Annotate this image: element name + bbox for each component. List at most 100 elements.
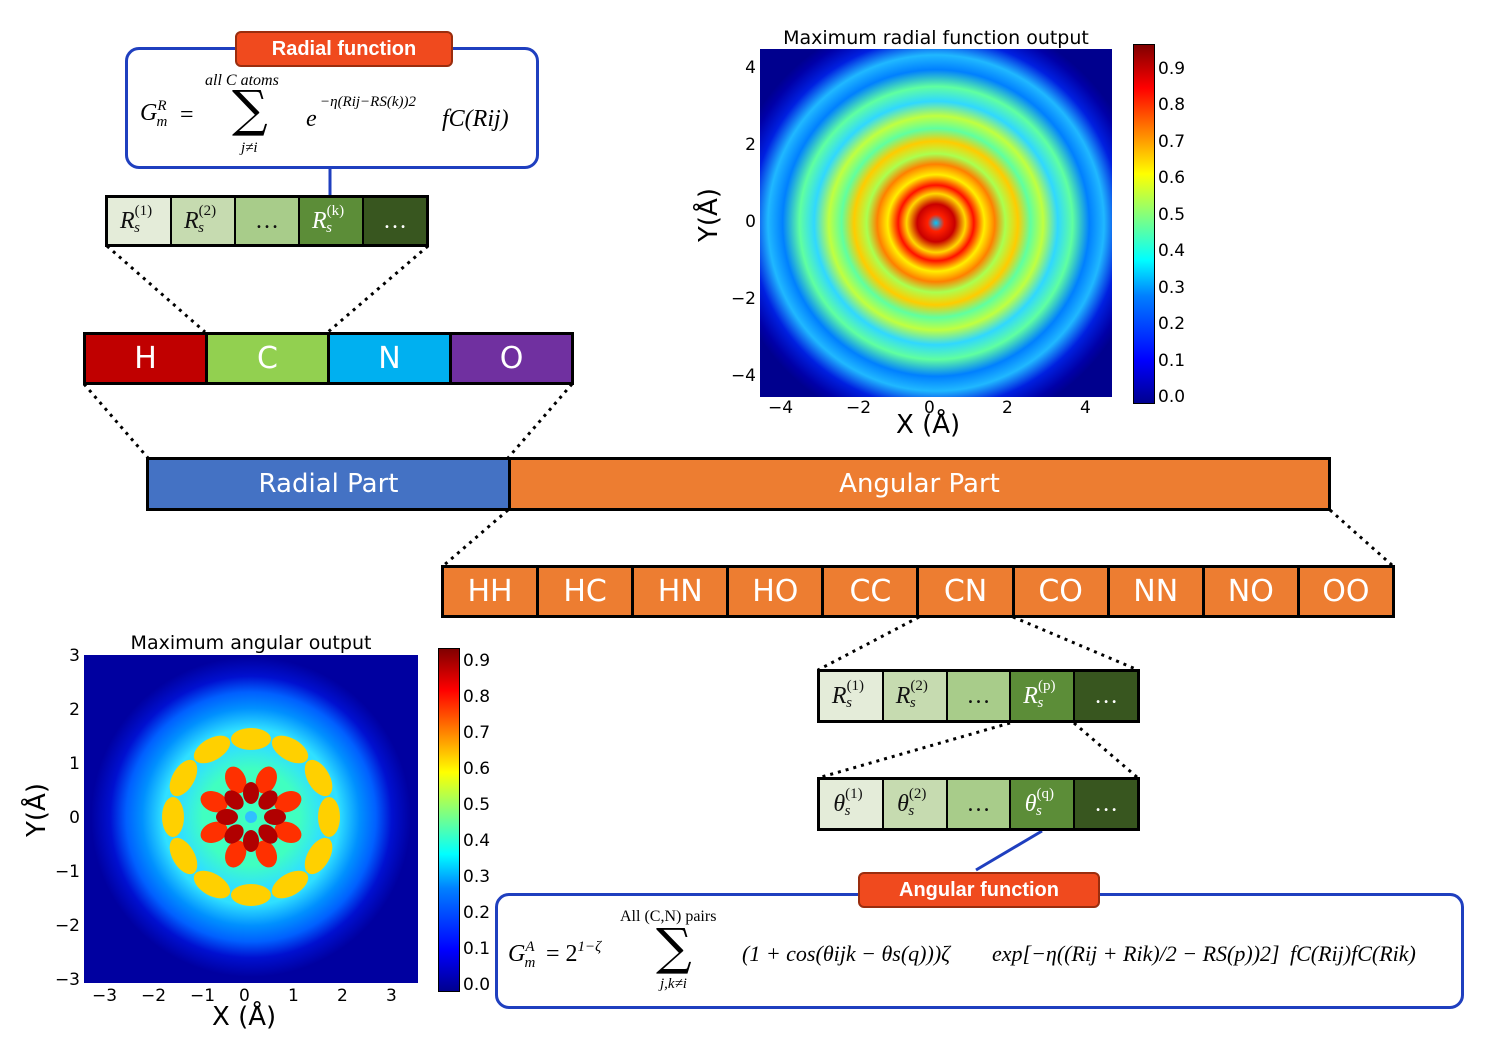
angular-theta-superscript: (2) [908, 785, 927, 802]
radial-colorbar-tick: 0.8 [1158, 95, 1186, 116]
angular-lhs-sup: A [525, 939, 535, 955]
radial-sum-top: all C atoms [205, 72, 279, 89]
radial-x-tick: 0 [924, 398, 935, 418]
angular-sum-top: All (C,N) pairs [620, 908, 717, 925]
angular-theta-symbol: θ [1024, 790, 1037, 817]
angular-heatmap-lobe [258, 824, 278, 844]
radial-sum-bottom: j≠i [241, 140, 258, 156]
pair-label: CO [1038, 574, 1083, 609]
radial-y-label: Y(Å) [693, 188, 724, 242]
angular-y-tick: −2 [54, 916, 80, 936]
radial-formula-box: GRm = all C atoms ∑ j≠i e −η(Rij−RS(k))2… [125, 47, 539, 169]
pair-cell-hn: HN [634, 568, 730, 615]
angular-rs-cell: R(1)s [820, 672, 884, 720]
radial-rs-ellipsis: … [255, 207, 279, 234]
angular-lhs-sub: m [524, 955, 536, 971]
radial-y-tick: −4 [730, 366, 756, 386]
angular-heatmap-lobe [169, 837, 198, 875]
angular-rs-symbol: R [831, 682, 847, 709]
angular-rs-superscript: (p) [1037, 677, 1056, 694]
radial-rs-subscript: s [326, 219, 332, 236]
angular-y-tick: −1 [54, 862, 80, 882]
radial-colorbar-tick: 0.0 [1158, 387, 1186, 407]
angular-rs-symbol: R [895, 682, 911, 709]
element-cell-n: N [330, 335, 452, 382]
element-cell-h: H [86, 335, 208, 382]
angular-heatmap-lobe [162, 797, 184, 837]
pair-cell-no: NO [1204, 568, 1300, 615]
angular-y-tick: −3 [54, 970, 80, 990]
angular-theta-symbol: θ [897, 790, 909, 817]
angular-x-tick: 1 [288, 986, 299, 1006]
radial-heatmap [760, 49, 1112, 397]
angular-theta-superscript: (q) [1036, 785, 1055, 802]
angular-x-tick: −2 [141, 986, 167, 1006]
pair-label: HC [563, 574, 607, 609]
angular-rs-cell: R(p)s [1011, 672, 1076, 720]
radial-colorbar-tick: 0.4 [1158, 241, 1186, 262]
element-label: N [378, 341, 401, 376]
radial-cutoff: fC(Rij) [442, 106, 509, 132]
element-cell-c: C [208, 335, 330, 382]
element-label: C [257, 341, 278, 376]
angular-rs-superscript: (2) [910, 677, 928, 694]
angular-prefactor-exp: 1−ζ [577, 939, 602, 955]
angular-heatmap-lobe [231, 728, 271, 750]
radial-colorbar-tick: 0.3 [1158, 277, 1186, 298]
angular-theta-subscript: s [908, 802, 915, 819]
angular-y-tick: 0 [69, 808, 80, 828]
angular-heatmap-lobe [169, 759, 198, 797]
angular-colorbar [438, 648, 460, 992]
angular-rs-cell: … [1075, 672, 1137, 720]
angular-heatmap-lobe [255, 766, 277, 794]
radial-sum-symbol: ∑ [232, 80, 268, 138]
angular-lhs: G [508, 941, 526, 967]
angular-heatmap-lobe [271, 735, 309, 764]
angular-heatmap-lobe [224, 824, 244, 844]
angular-colorbar-tick: 0.7 [463, 723, 491, 743]
radial-x-tick: −4 [768, 398, 794, 418]
pair-label: CN [943, 574, 988, 609]
radial-rs-cell: R(k)s [300, 198, 364, 244]
angular-theta-cell: θ(1)s [820, 780, 884, 828]
pair-label: CC [849, 574, 892, 609]
angular-theta-ellipsis: … [1094, 790, 1119, 817]
element-label: H [134, 341, 157, 376]
angular-cutoffs: fC(Rij)fC(Rik) [1290, 941, 1416, 966]
radial-part-label: Radial Part [258, 469, 399, 499]
angular-formula: GAm = 21−ζ All (C,N) pairs ∑ j,k≠i (1 + … [498, 896, 1461, 1006]
radial-formula: GRm = all C atoms ∑ j≠i e −η(Rij−RS(k))2… [128, 50, 536, 166]
angular-function-tag: Angular function [858, 872, 1100, 908]
radial-colorbar [1133, 44, 1155, 404]
radial-x-tick: −2 [846, 398, 872, 418]
radial-colorbar-tick: 0.2 [1158, 314, 1186, 335]
angular-colorbar-tick: 0.8 [463, 687, 491, 707]
angular-y-tick: 2 [69, 700, 80, 720]
radial-rs-cell: R(1)s [108, 198, 172, 244]
radial-rs-symbol: R [119, 207, 135, 234]
angular-y-tick: 1 [69, 754, 80, 774]
angular-sum-bottom: j,k≠i [660, 976, 687, 992]
radial-rs-superscript: (1) [134, 202, 153, 219]
radial-y-tick: 4 [745, 58, 756, 78]
angular-heatmap-lobe [304, 759, 333, 797]
radial-plot-title: Maximum radial function output [783, 27, 1089, 49]
angular-heatmap-lobe [264, 809, 286, 825]
radial-lhs-sub: m [156, 114, 168, 130]
pair-cell-cc: CC [824, 568, 920, 615]
angular-colorbar-tick: 0.1 [463, 939, 491, 959]
angular-colorbar-tick: 0.2 [463, 903, 491, 923]
angular-heatmap-lobe [274, 790, 302, 813]
radial-rs-symbol: R [183, 207, 199, 234]
radial-colorbar-tick: 0.9 [1158, 59, 1186, 79]
angular-y-label: Y(Å) [21, 783, 52, 837]
angular-heatmap-lobe [243, 782, 259, 804]
radial-rs-symbol: R [311, 207, 327, 234]
